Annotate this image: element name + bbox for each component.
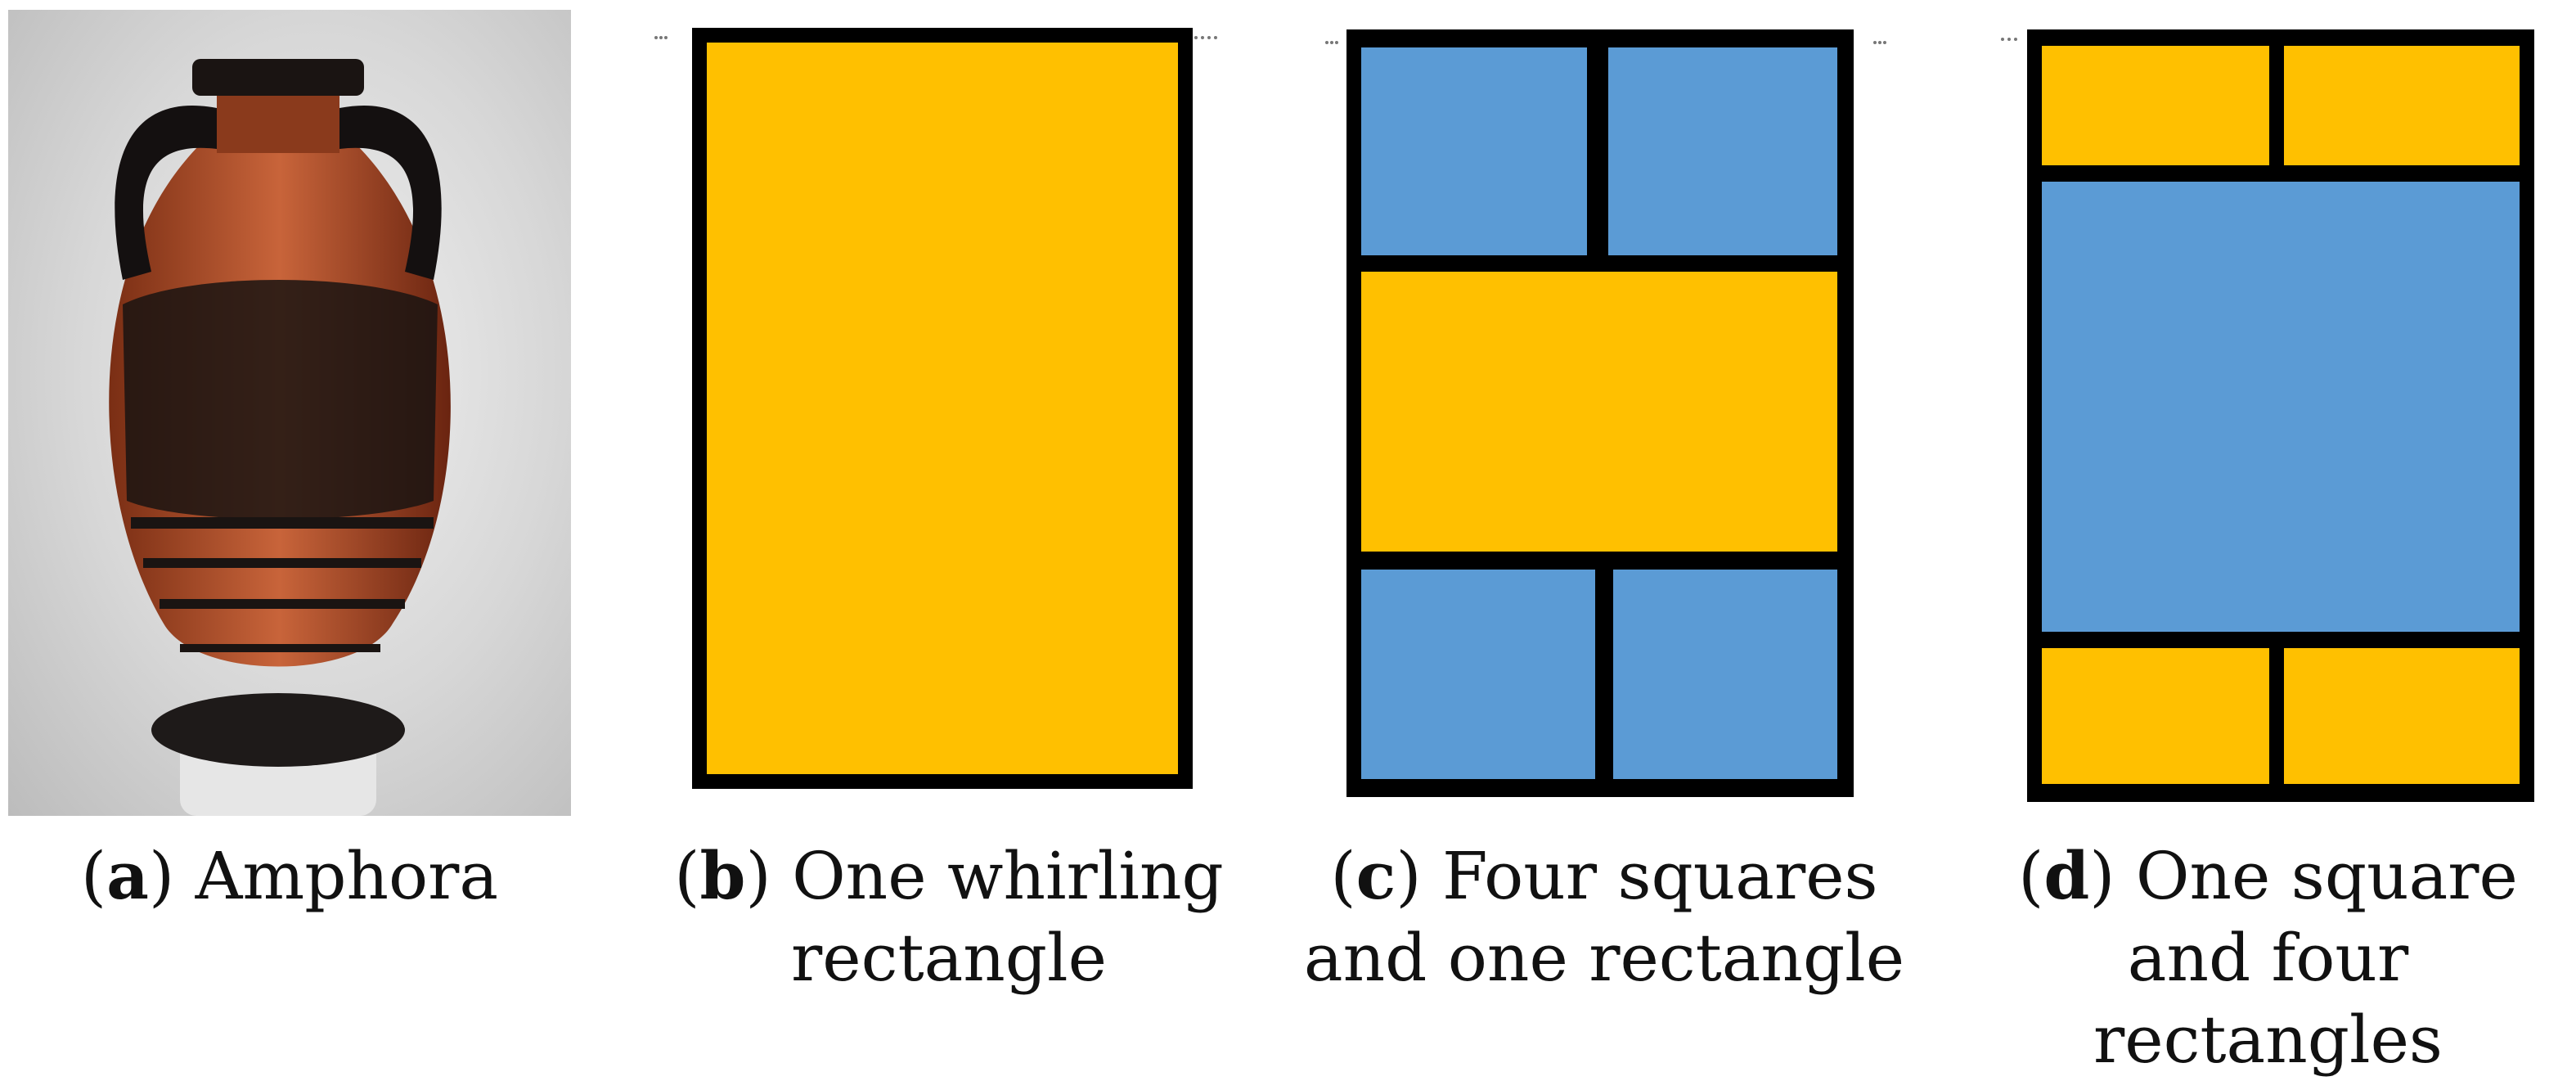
- caption-d-letter: d: [2043, 837, 2090, 914]
- caption-b-text: One whirling rectangle: [791, 838, 1224, 996]
- caption-d-text: One square and four rectangles: [2093, 838, 2518, 1078]
- amphora-stripe-1: [131, 517, 434, 529]
- gold-rectangle-bottom-left: [2042, 648, 2269, 784]
- caption-b-letter: b: [699, 837, 746, 914]
- gold-rectangle-bottom-right: [2284, 648, 2520, 784]
- amphora-stripe-4: [180, 644, 380, 652]
- gold-rectangle-top-left: [2042, 46, 2269, 165]
- caption-c-text: Four squares and one rectangle: [1303, 838, 1905, 996]
- blue-square-top-right: [1608, 47, 1837, 255]
- amphora-lip: [192, 59, 364, 96]
- caption-a-text: Amphora: [195, 838, 499, 914]
- amphora-foot: [151, 693, 405, 767]
- amphora-stripe-2: [143, 558, 421, 568]
- gold-rectangle-middle: [1361, 272, 1837, 552]
- caption-d: (d) One square and four rectangles: [2018, 837, 2518, 1078]
- caption-a: (a) Amphora: [80, 837, 499, 914]
- amphora-right-handle: [339, 105, 442, 280]
- blue-square-center: [2042, 182, 2520, 632]
- amphora-illustration: [109, 59, 451, 816]
- amphora-neck: [217, 88, 339, 153]
- amphora-photo: [8, 10, 571, 816]
- caption-c: (c) Four squares and one rectangle: [1303, 837, 1905, 996]
- caption-c-letter: c: [1355, 837, 1396, 914]
- blue-square-top-left: [1361, 47, 1587, 255]
- caption-a-letter: a: [106, 837, 149, 914]
- amphora-left-handle: [115, 105, 217, 280]
- amphora-stripe-3: [160, 599, 405, 609]
- amphora-figure-band: [123, 280, 438, 520]
- one-square-frame: [2027, 29, 2534, 802]
- tick-b-left: [654, 36, 668, 43]
- tick-b-right: [1194, 36, 1217, 43]
- tick-c-right: [1873, 41, 1886, 47]
- tick-d-left: [2001, 38, 2017, 44]
- gold-rectangle-top-right: [2284, 46, 2520, 165]
- four-squares-frame: [1346, 29, 1854, 797]
- caption-b: (b) One whirling rectangle: [674, 837, 1224, 996]
- whirling-rectangle: [707, 43, 1178, 774]
- blue-square-bottom-left: [1361, 570, 1595, 779]
- tick-c-left: [1325, 41, 1338, 47]
- whirling-rectangle-frame: [692, 28, 1193, 789]
- blue-square-bottom-right: [1613, 570, 1837, 779]
